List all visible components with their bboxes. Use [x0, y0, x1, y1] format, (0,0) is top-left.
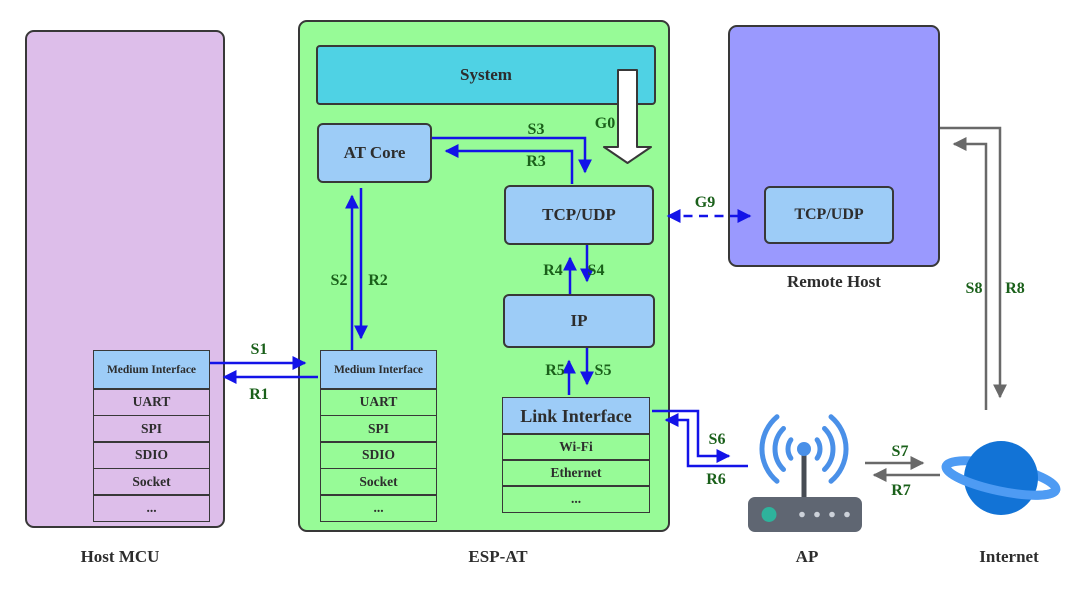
wifi-router-icon: [748, 414, 862, 532]
table-row: ...: [93, 494, 210, 523]
tcp-udp-esp-box: TCP/UDP: [504, 185, 654, 245]
edge-label-s7: S7: [891, 443, 909, 460]
edge-label-s8: S8: [965, 280, 983, 297]
remote-host-label: Remote Host: [787, 272, 881, 291]
tcp-udp-remote-box: TCP/UDP: [764, 186, 894, 244]
host-medium-interface-table: Medium Interface UART SPI SDIO Socket ..…: [93, 350, 210, 523]
ap-label: AP: [795, 547, 819, 566]
edge-r6-arrow: [664, 413, 748, 468]
edge-label-g9: G9: [694, 194, 716, 211]
antenna-pole: [801, 453, 807, 499]
edge-label-r7: R7: [891, 482, 911, 499]
table-row: UART: [93, 388, 210, 417]
table-row: UART: [320, 388, 437, 417]
table-row: Socket: [93, 467, 210, 496]
esp-medium-interface-table: Medium Interface UART SPI SDIO Socket ..…: [320, 350, 437, 523]
table-header: Link Interface: [502, 397, 650, 435]
system-box: System: [316, 45, 656, 105]
wifi-arcs: [759, 414, 849, 484]
table-row: ...: [502, 485, 650, 513]
edge-label-s4: S4: [587, 262, 605, 279]
table-header: Medium Interface: [93, 350, 210, 390]
internet-label: Internet: [979, 547, 1039, 566]
edge-label-r6: R6: [706, 471, 726, 488]
edge-label-s3: S3: [527, 121, 545, 138]
table-row: Socket: [320, 467, 437, 496]
edge-label-s2: S2: [330, 272, 348, 289]
table-row: SDIO: [93, 441, 210, 470]
edge-label-r3: R3: [526, 153, 546, 170]
planet-ring-front: [941, 461, 1061, 500]
table-row: Ethernet: [502, 459, 650, 487]
esp-at-label: ESP-AT: [468, 547, 528, 566]
edge-label-r1: R1: [249, 386, 269, 403]
edge-label-r5: R5: [545, 362, 565, 379]
planet-ring-back: [941, 456, 1061, 500]
edge-r8-arrow: [940, 126, 1007, 399]
router-body: [748, 497, 862, 532]
globe-planet-icon: [941, 441, 1061, 515]
edge-label-r2: R2: [368, 272, 388, 289]
ip-box: IP: [503, 294, 655, 348]
edge-label-s1: S1: [250, 341, 268, 358]
table-header: Medium Interface: [320, 350, 437, 390]
edge-label-r8: R8: [1005, 280, 1025, 297]
table-row: ...: [320, 494, 437, 523]
router-led: [761, 507, 777, 522]
table-row: SPI: [320, 414, 437, 443]
edge-s8-arrow: [952, 137, 988, 410]
remote-host-box: [728, 25, 940, 267]
host-mcu-label: Host MCU: [80, 547, 160, 566]
table-row: Wi-Fi: [502, 433, 650, 461]
planet-sphere: [964, 441, 1038, 515]
table-row: SPI: [93, 414, 210, 443]
antenna-dot: [797, 442, 811, 456]
edge-label-s6: S6: [708, 431, 726, 448]
edge-label-s5: S5: [594, 362, 612, 379]
at-core-box: AT Core: [317, 123, 432, 183]
edge-label-r4: R4: [543, 262, 563, 279]
edge-label-g0: G0: [594, 115, 616, 132]
table-row: SDIO: [320, 441, 437, 470]
router-dots: [799, 511, 850, 518]
host-mcu-box: [25, 30, 225, 528]
link-interface-table: Link Interface Wi-Fi Ethernet ...: [502, 397, 650, 513]
